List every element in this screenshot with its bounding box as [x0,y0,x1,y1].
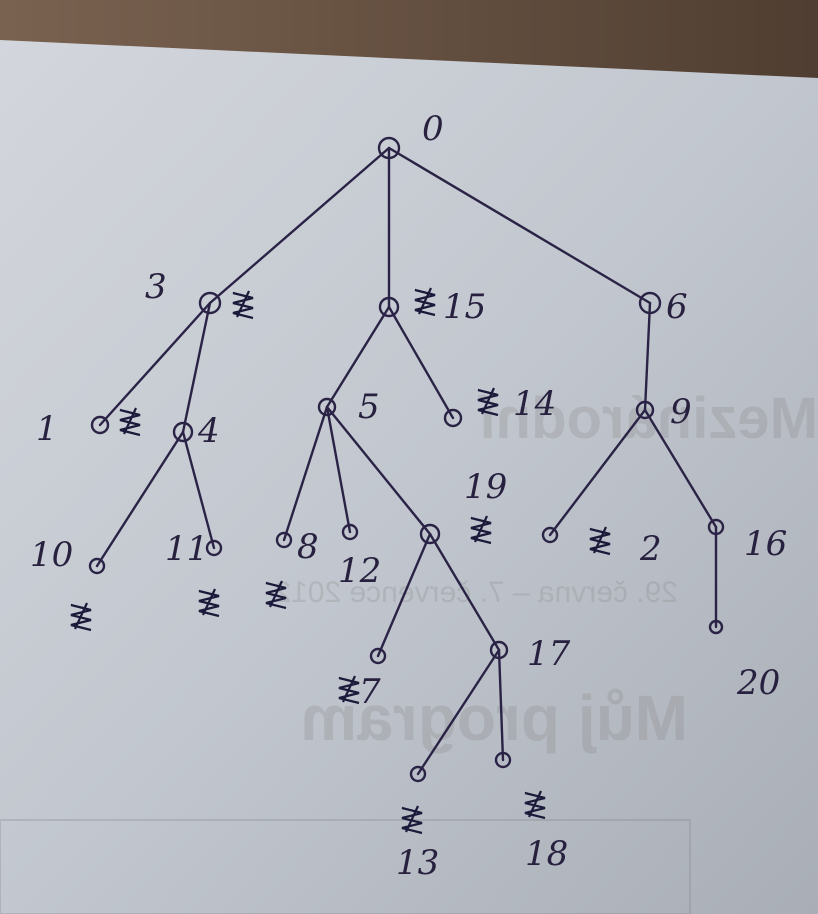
edge-6-9 [643,301,652,412]
node-20 [708,619,724,635]
scribble-mark [470,515,492,545]
node-13 [409,765,427,783]
scribble-mark [70,602,92,632]
node-label-8: 8 [297,527,319,567]
edge-3-1 [98,301,212,427]
print-heading: Můj program [300,682,688,754]
scribble-mark [589,526,611,556]
scribble-mark [265,580,287,610]
edge-0-6 [387,146,652,305]
edge-15-5 [325,305,391,409]
node-16 [707,518,725,536]
node-label-9: 9 [670,392,692,432]
node-label-19: 19 [464,467,507,507]
node-label-18: 18 [525,834,568,874]
edge-19-7 [376,532,432,658]
node-7 [369,647,387,665]
scribble-mark [414,287,436,317]
edge-17-13 [416,648,501,776]
scribble-mark [119,407,141,437]
node-11 [205,539,223,557]
node-4 [172,421,194,443]
node-label-11: 11 [165,529,208,569]
edge-5-19 [325,405,432,536]
node-15 [378,296,400,318]
node-1 [90,415,110,435]
node-label-2: 2 [639,529,662,569]
node-label-7: 7 [359,672,381,712]
edge-9-16 [643,408,718,529]
node-label-14: 14 [513,384,556,424]
scribble-mark [198,588,220,618]
scribble-mark [401,805,423,835]
node-label-13: 13 [396,843,439,883]
node-label-17: 17 [527,634,571,674]
node-label-1: 1 [36,409,58,449]
edge-4-10 [95,430,185,568]
edge-5-12 [325,405,352,534]
node-label-0: 0 [422,109,444,149]
edge-4-11 [181,430,216,550]
node-12 [341,523,359,541]
edge-0-3 [208,146,391,305]
edge-3-4 [181,301,212,434]
node-label-15: 15 [443,287,486,327]
node-6 [638,291,662,315]
node-0 [377,136,401,160]
node-2 [541,526,559,544]
node-14 [443,408,463,428]
edge-19-17 [428,532,501,652]
crossed-out-marks [70,287,611,835]
node-label-4: 4 [197,411,220,451]
scribble-mark [338,675,360,705]
node-label-20: 20 [736,663,780,703]
edge-17-18 [497,648,505,762]
node-label-3: 3 [145,267,167,307]
print-box [0,819,691,914]
edge-5-8 [282,405,329,542]
node-19 [419,523,441,545]
scribble-mark [477,387,499,417]
node-3 [198,291,222,315]
paper-sheet [0,40,818,914]
node-18 [494,751,512,769]
node-label-16: 16 [744,524,787,564]
node-label-6: 6 [666,287,688,327]
tree-nodes [88,136,725,783]
node-5 [317,397,337,417]
edge-15-14 [387,305,455,420]
node-9 [635,400,655,420]
node-17 [489,640,509,660]
tree-edges [95,146,718,776]
node-8 [275,531,293,549]
node-label-5: 5 [358,387,380,427]
node-label-10: 10 [30,535,73,575]
edge-9-2 [548,408,647,537]
node-label-12: 12 [338,551,381,591]
scribble-mark [232,290,254,320]
print-dates: 29. června – 7. července 2012 [274,576,678,609]
scribble-mark [524,790,546,820]
node-10 [88,557,106,575]
